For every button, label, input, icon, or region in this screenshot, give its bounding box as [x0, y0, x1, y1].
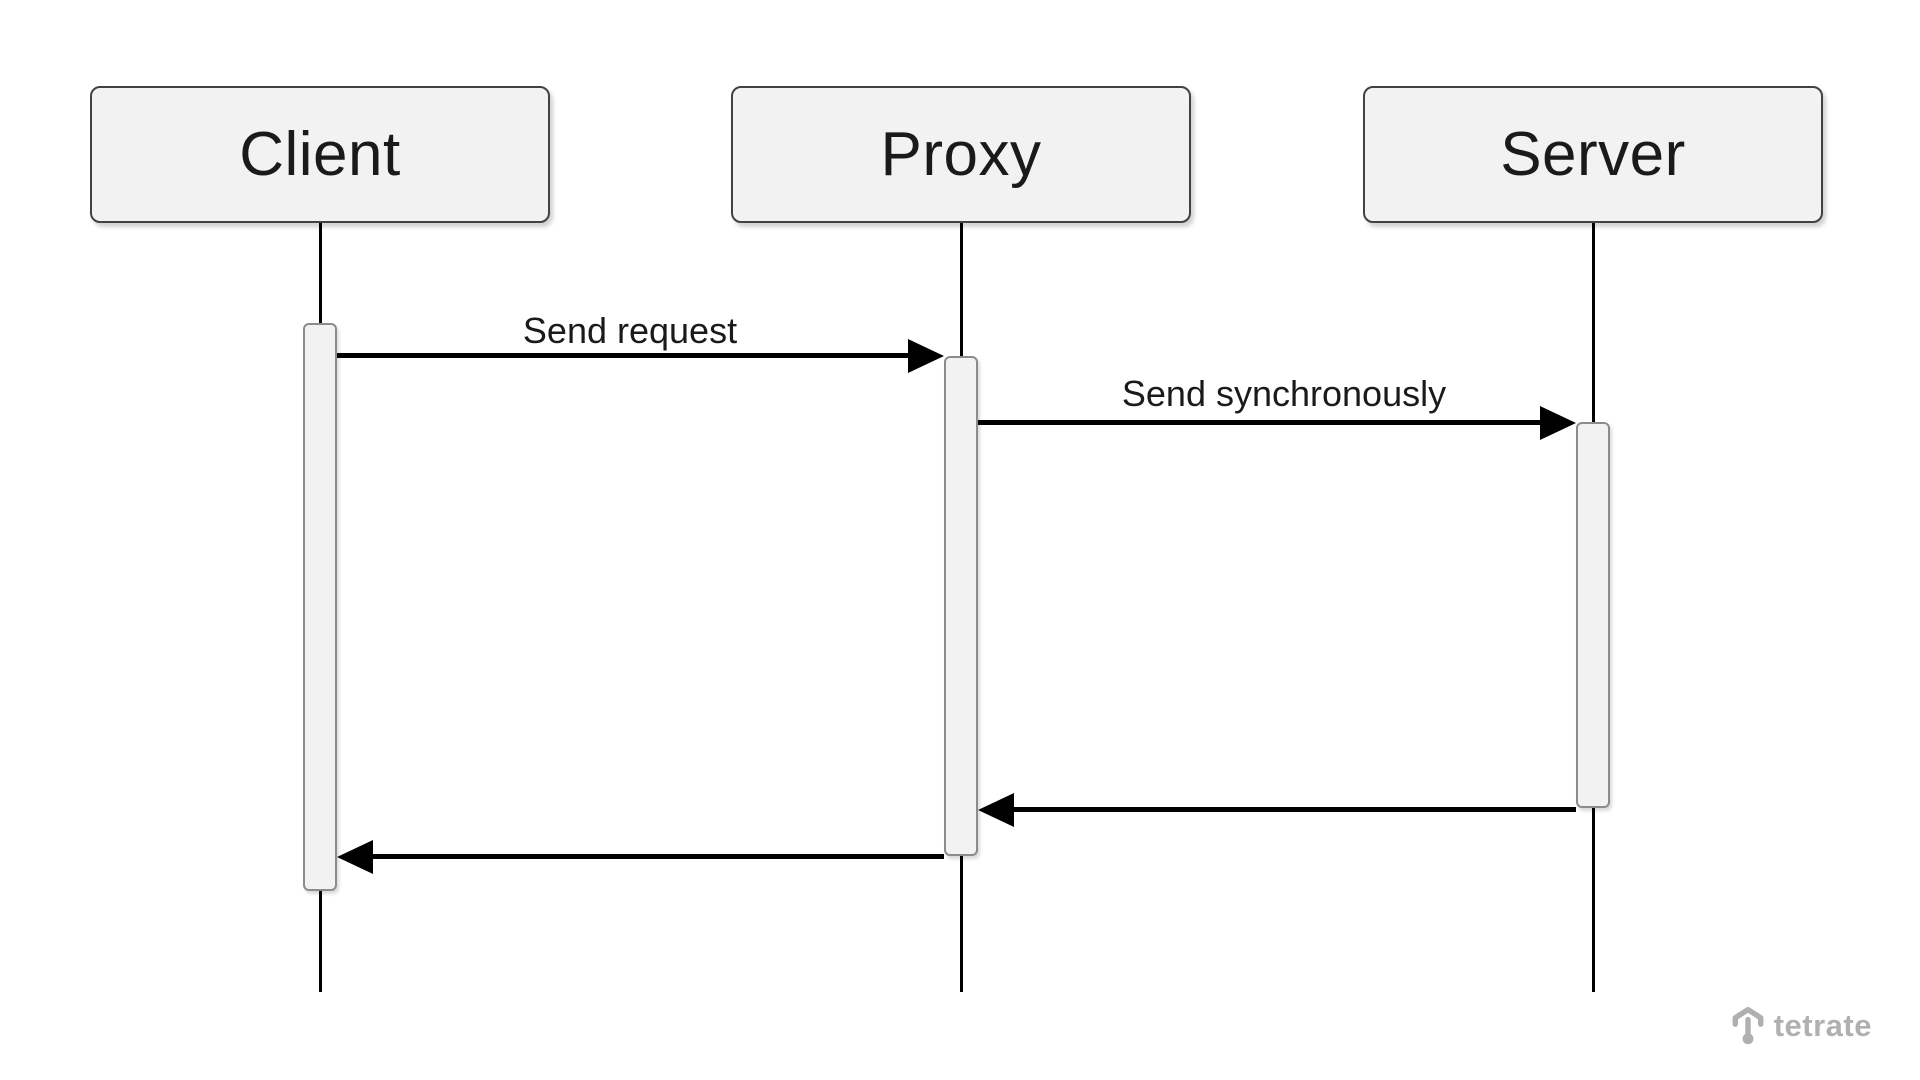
actor-box-client: Client: [90, 86, 550, 223]
message-line-server-return: [1010, 807, 1576, 812]
message-line-send-synchronously: [978, 420, 1544, 425]
message-line-send-request: [337, 353, 912, 358]
message-label-send-request: Send request: [522, 310, 738, 351]
activation-bar-proxy: [944, 356, 978, 856]
actor-label-client: Client: [239, 120, 401, 189]
actor-label-proxy: Proxy: [880, 120, 1042, 189]
actor-box-server: Server: [1363, 86, 1823, 223]
arrowhead-left-icon: [337, 840, 373, 874]
tetrate-logo-icon: [1732, 1006, 1764, 1045]
arrowhead-left-icon: [978, 793, 1014, 827]
actor-box-proxy: Proxy: [731, 86, 1191, 223]
arrowhead-right-icon: [1540, 406, 1576, 440]
message-label-send-synchronously: Send synchronously: [1121, 373, 1447, 414]
message-line-proxy-return: [369, 854, 944, 859]
tetrate-logo: tetrate: [1731, 1006, 1872, 1046]
arrowhead-right-icon: [908, 339, 944, 373]
tetrate-logo-text: tetrate: [1773, 1008, 1872, 1043]
activation-bar-client: [303, 323, 337, 891]
actor-label-server: Server: [1500, 120, 1686, 189]
activation-bar-server: [1576, 422, 1610, 808]
